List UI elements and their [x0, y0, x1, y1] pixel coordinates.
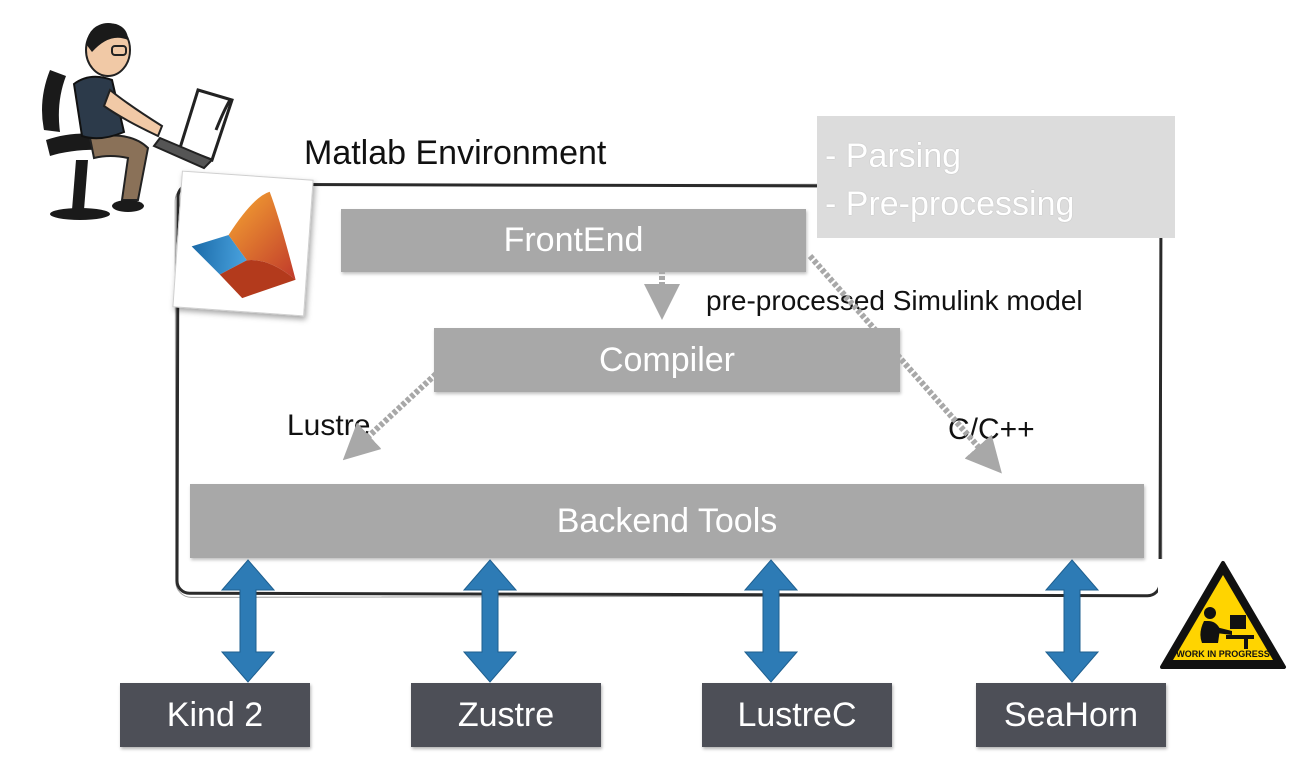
- backend-tools-label: Backend Tools: [556, 501, 778, 540]
- note-line-parsing: - Parsing: [825, 137, 962, 175]
- tool-box-zustre: Zustre: [411, 683, 601, 747]
- compiler-label: Compiler: [598, 340, 736, 379]
- sign-text: WORK IN PROGRESS: [1176, 649, 1270, 659]
- tool-box-kind2: Kind 2: [120, 683, 310, 747]
- tool-label: LustreC: [737, 695, 857, 734]
- environment-title: Matlab Environment: [304, 134, 607, 172]
- note-line-preprocessing: - Pre-processing: [825, 185, 1075, 223]
- frontend-label: FrontEnd: [503, 221, 644, 259]
- edge-label-lustre: Lustre: [287, 409, 371, 442]
- tool-label: Zustre: [457, 695, 555, 734]
- frontend-box: FrontEnd: [341, 209, 806, 272]
- backend-tools-box: Backend Tools: [190, 484, 1144, 558]
- note-box: - Parsing - Pre-processing: [817, 116, 1175, 238]
- tool-label: SeaHorn: [1003, 695, 1139, 734]
- edge-label-c-cpp: C/C++: [948, 413, 1035, 446]
- user-at-computer-icon: [42, 23, 234, 220]
- work-in-progress-sign-icon: WORK IN PROGRESS: [1158, 559, 1288, 674]
- tool-box-lustrec: LustreC: [702, 683, 892, 747]
- edge-label-simulink: pre-processed Simulink model: [706, 285, 1083, 316]
- tool-label: Kind 2: [166, 695, 264, 734]
- tool-box-seahorn: SeaHorn: [976, 683, 1166, 747]
- matlab-logo-icon: [172, 170, 314, 317]
- compiler-box: Compiler: [434, 328, 900, 392]
